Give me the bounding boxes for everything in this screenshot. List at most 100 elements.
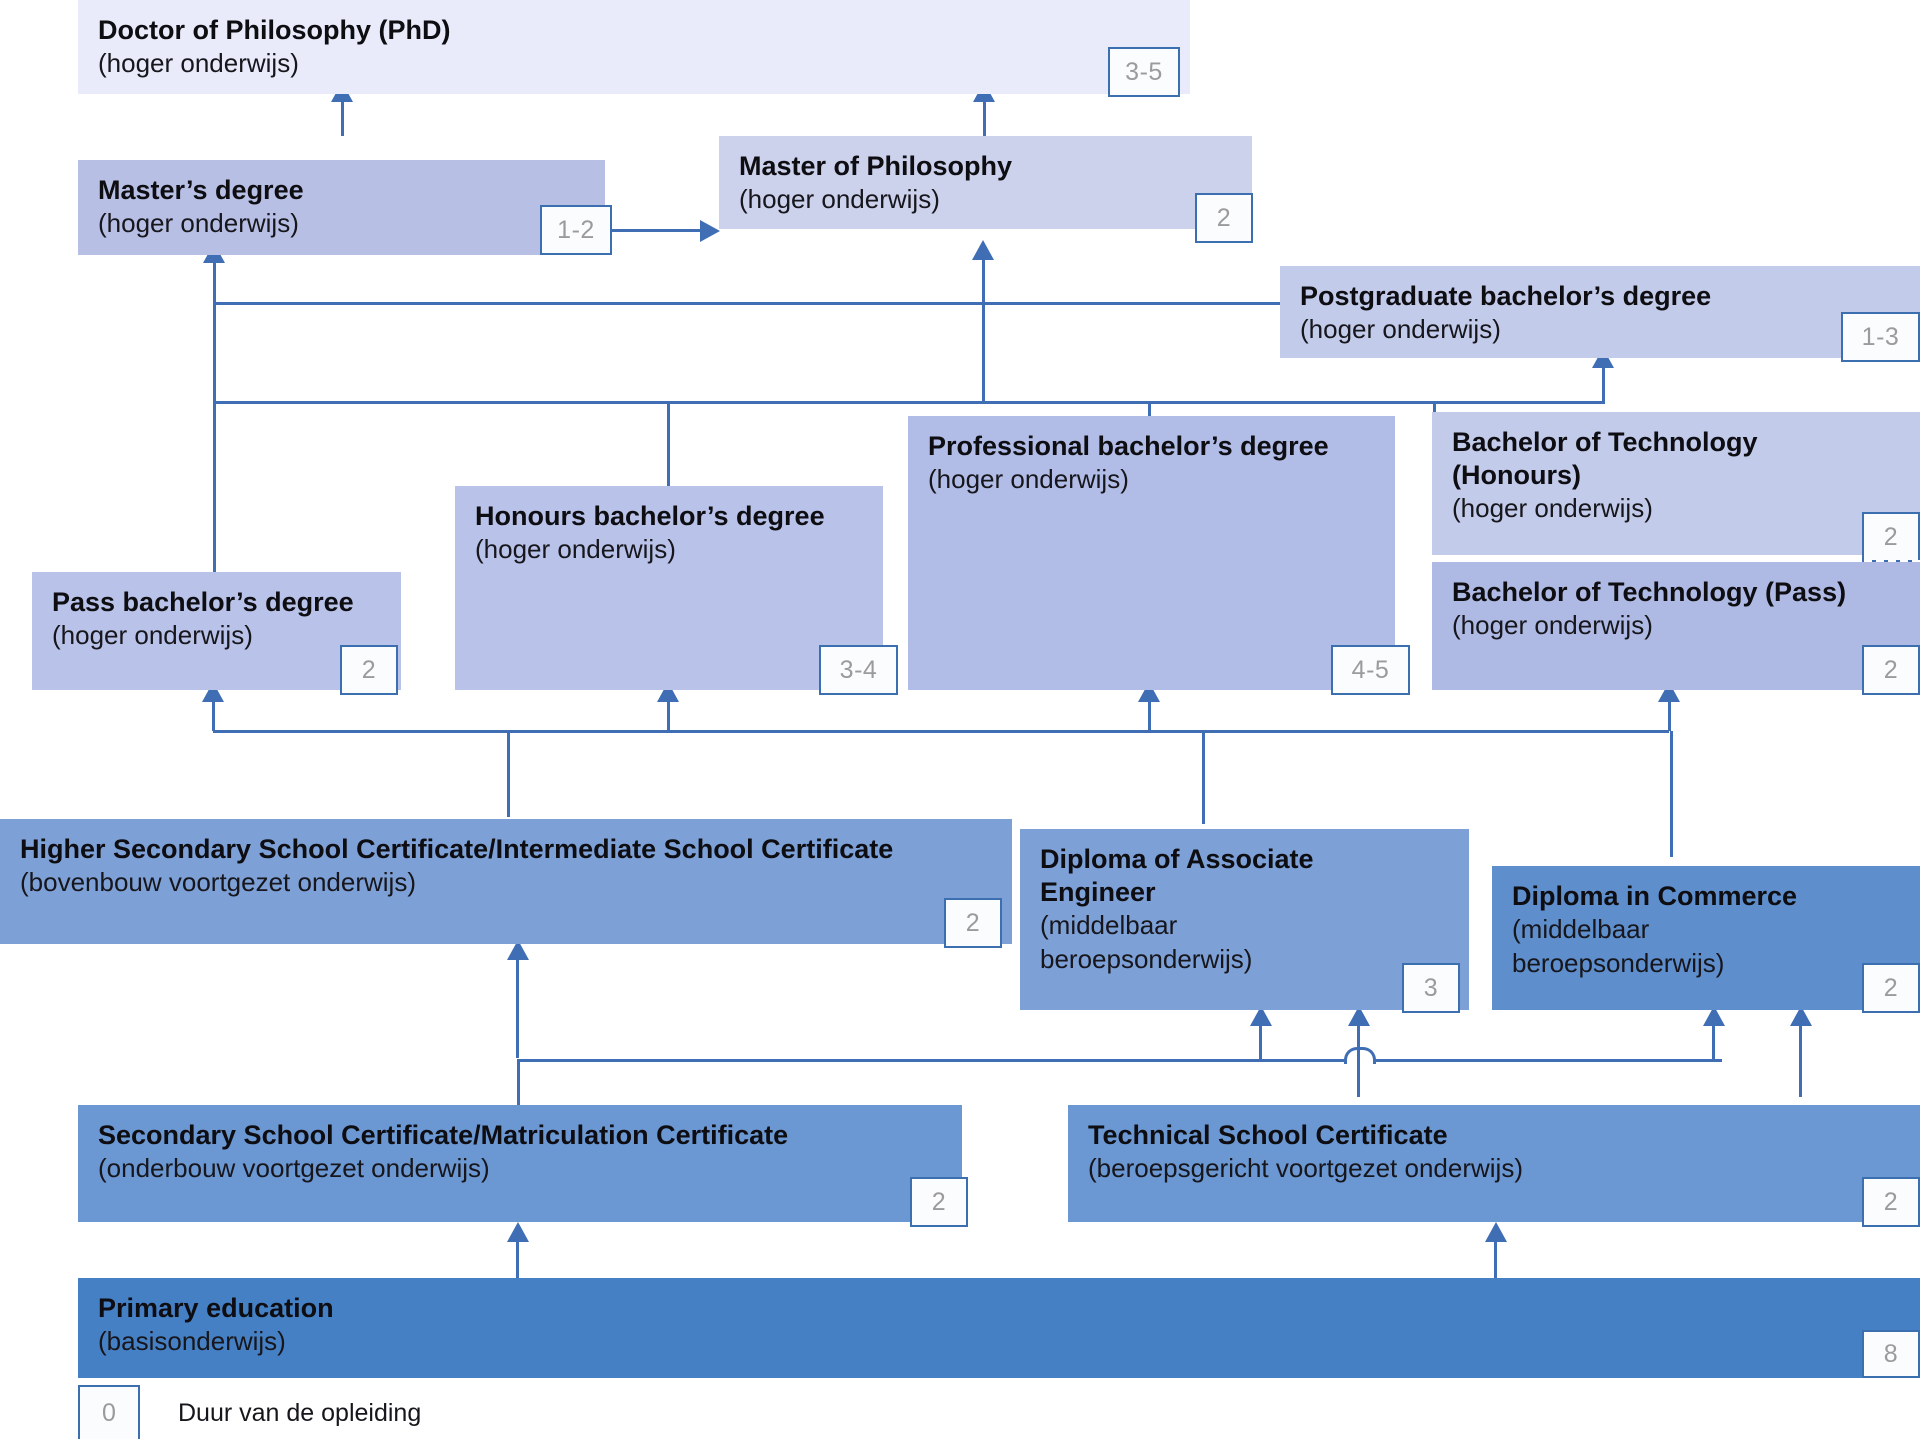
node-masters-title: Master’s degree [98,175,304,205]
edge-bus-to-pgb [1602,366,1605,404]
node-pass-subtitle: (hoger onderwijs) [52,619,253,650]
bus-upper-pgb [213,302,1280,305]
node-diploma-associate-engineer[interactable]: Diploma of Associate Engineer (middelbaa… [1020,829,1469,1010]
badge-btech-hons-duration: 2 [1862,512,1920,562]
node-professional-title: Professional bachelor’s degree [928,431,1329,461]
node-masters-subtitle: (hoger onderwijs) [98,207,299,238]
node-btech-pass-title: Bachelor of Technology (Pass) [1452,577,1847,607]
badge-btech-pass-duration: 2 [1862,645,1920,695]
edge-hsc-to-bus [507,731,510,817]
node-ssc-title: Secondary School Certificate/Matriculati… [98,1120,789,1150]
node-professional-subtitle: (hoger onderwijs) [928,463,1129,494]
node-masters-degree[interactable]: Master’s degree (hoger onderwijs) [78,160,605,255]
legend: 0 Duur van de opleiding [78,1385,421,1439]
badge-phd-duration: 3-5 [1108,47,1180,97]
badge-pgb-duration: 1-3 [1841,312,1920,362]
node-pgb-subtitle: (hoger onderwijs) [1300,313,1501,344]
edge-ssc-stem [517,1060,520,1105]
node-pgb-title: Postgraduate bachelor’s degree [1300,281,1712,311]
edge-bus-to-dcom-left [1712,1024,1715,1060]
badge-pass-duration: 2 [340,645,398,695]
edge-masters-to-phd [341,100,344,136]
node-higher-secondary-certificate[interactable]: Higher Secondary School Certificate/Inte… [0,819,1012,944]
node-primary-title: Primary education [98,1293,334,1323]
edge-btech-to-bus [1433,402,1436,412]
edge-masters-to-mphil [600,229,716,232]
arrow-primary-to-ssc [507,1222,529,1242]
badge-hsc-duration: 2 [944,898,1002,948]
badge-dcom-duration: 2 [1862,963,1920,1013]
node-technical-school-certificate[interactable]: Technical School Certificate (beroepsger… [1068,1105,1920,1222]
node-btech-hons-title2: (Honours) [1452,459,1581,490]
node-ssc-subtitle: (onderbouw voortgezet onderwijs) [98,1152,490,1183]
node-dae-subtitle2: beroepsonderwijs) [1040,943,1253,974]
arrow-ssc-to-hsc [507,940,529,960]
node-tsc-subtitle: (beroepsgericht voortgezet onderwijs) [1088,1152,1523,1183]
node-dcom-subtitle: (middelbaar [1512,913,1650,944]
node-honours-bachelors[interactable]: Honours bachelor’s degree (hoger onderwi… [455,486,883,690]
badge-masters-to-mphil: 1-2 [540,205,612,255]
line-hop-crossing [1344,1047,1376,1064]
node-diploma-in-commerce[interactable]: Diploma in Commerce (middelbaar beroepso… [1492,866,1920,1010]
node-pass-bachelors[interactable]: Pass bachelor’s degree (hoger onderwijs) [32,572,401,690]
arrow-tsc-to-dcom [1790,1006,1812,1026]
node-mphil-title: Master of Philosophy [739,151,1013,181]
bus-lower-bachelors [213,401,1603,404]
arrow-bus-to-dcom-left [1703,1006,1725,1026]
edge-bus-to-masters [213,261,216,403]
node-secondary-school-certificate[interactable]: Secondary School Certificate/Matriculati… [78,1105,962,1222]
node-phd-subtitle: (hoger onderwijs) [98,47,299,78]
edge-bus-to-professional [1148,700,1151,731]
badge-dae-duration: 3 [1402,963,1460,1013]
node-hsc-title: Higher Secondary School Certificate/Inte… [20,834,894,864]
node-btech-hons-title: Bachelor of Technology [1452,427,1758,457]
edge-bus-to-honours [667,700,670,731]
edge-primary-to-ssc [516,1240,519,1278]
edge-bus-to-pass [212,700,215,731]
node-dae-title: Diploma of Associate [1040,844,1314,874]
node-pass-title: Pass bachelor’s degree [52,587,354,617]
node-dae-subtitle: (middelbaar [1040,909,1178,940]
arrow-bus-to-dae-left [1250,1006,1272,1026]
edge-honours-to-bus [667,402,670,491]
arrow-primary-to-tsc [1485,1222,1507,1242]
badge-ssc-duration: 2 [910,1177,968,1227]
badge-tsc-duration: 2 [1862,1177,1920,1227]
badge-primary-duration: 8 [1862,1330,1920,1378]
arrow-masters-to-mphil [700,220,720,242]
edge-ssc-to-hsc [516,958,519,1058]
node-postgraduate-bachelors[interactable]: Postgraduate bachelor’s degree (hoger on… [1280,266,1920,358]
node-professional-bachelors[interactable]: Professional bachelor’s degree (hoger on… [908,416,1395,690]
edge-professional-to-bus [1148,402,1151,417]
node-mphil-subtitle: (hoger onderwijs) [739,183,940,214]
node-bachelor-of-technology-pass[interactable]: Bachelor of Technology (Pass) (hoger ond… [1432,562,1920,690]
node-hsc-subtitle: (bovenbouw voortgezet onderwijs) [20,866,416,897]
badge-mphil-duration: 2 [1195,193,1253,243]
edge-bus-to-mphil [982,258,985,402]
node-primary-subtitle: (basisonderwijs) [98,1325,286,1356]
edge-dae-to-bus [1202,731,1205,824]
node-phd-title: Doctor of Philosophy (PhD) [98,15,451,45]
node-primary-education[interactable]: Primary education (basisonderwijs) [78,1278,1920,1378]
arrow-tsc-to-dae [1348,1006,1370,1026]
node-dcom-subtitle2: beroepsonderwijs) [1512,947,1725,978]
node-btech-hons-subtitle: (hoger onderwijs) [1452,492,1653,523]
edge-bus-to-dae-left [1259,1024,1262,1060]
edge-dcom-to-bus [1670,731,1673,857]
node-honours-subtitle: (hoger onderwijs) [475,533,676,564]
badge-honours-duration: 3-4 [819,645,898,695]
node-bachelor-of-technology-honours[interactable]: Bachelor of Technology (Honours) (hoger … [1432,412,1920,555]
bus-hsc-to-bachelors [213,730,1669,733]
node-tsc-title: Technical School Certificate [1088,1120,1448,1150]
edge-mphil-to-phd [983,100,986,150]
node-dae-title2: Engineer [1040,876,1156,907]
node-master-of-philosophy[interactable]: Master of Philosophy (hoger onderwijs) [719,136,1252,229]
bus-lower-secondary [517,1059,1722,1062]
edge-pass-to-bus [213,402,216,577]
legend-label: Duur van de opleiding [178,1398,422,1427]
edge-bus-to-btech [1668,700,1671,731]
node-btech-pass-subtitle: (hoger onderwijs) [1452,609,1653,640]
node-phd[interactable]: Doctor of Philosophy (PhD) (hoger onderw… [78,0,1190,94]
edge-tsc-to-dcom [1799,1024,1802,1097]
